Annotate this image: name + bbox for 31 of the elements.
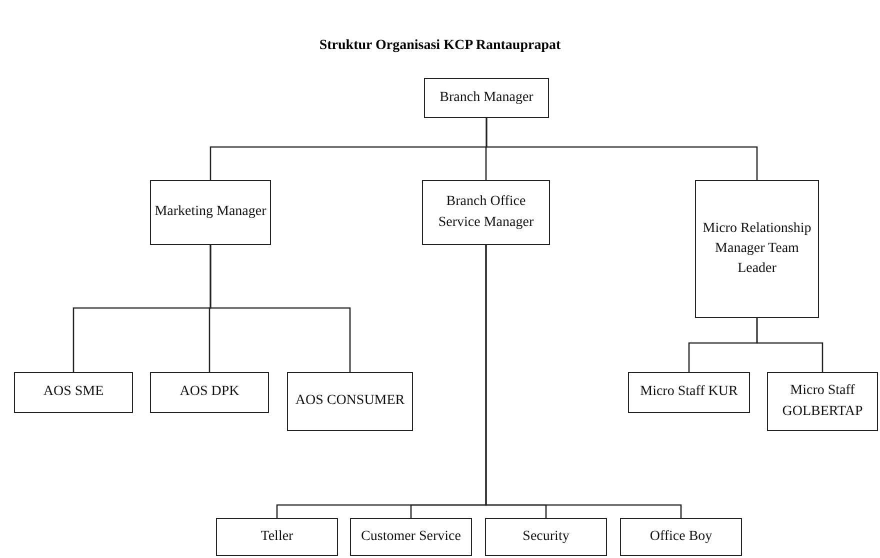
- position-title: AOS DPK: [178, 383, 240, 402]
- position-title: AOS CONSUMER: [294, 392, 406, 410]
- connector-line: [210, 245, 351, 372]
- position-box: [422, 180, 550, 245]
- position-title: Branch Manager: [438, 88, 534, 107]
- position-box: [424, 78, 549, 118]
- position-box: [628, 372, 750, 413]
- position-box: [350, 518, 472, 556]
- connector-line: [486, 118, 758, 180]
- position-box: [150, 372, 269, 413]
- position-title: Security: [522, 528, 570, 546]
- position-title: Micro Staff KUR: [639, 383, 739, 402]
- position-box: [150, 180, 271, 245]
- position-title: AOS SME: [42, 383, 105, 402]
- position-box: [14, 372, 133, 413]
- position-title: Micro Relationship Manager Team Leader: [702, 220, 812, 278]
- position-box: [620, 518, 742, 556]
- position-box: [695, 180, 819, 318]
- position-box: [287, 372, 413, 431]
- position-title: Marketing Manager: [154, 203, 268, 222]
- position-box: [485, 518, 607, 556]
- position-title: Teller: [260, 528, 294, 546]
- chart-title: Struktur Organisasi KCP Rantauprapat: [318, 38, 562, 54]
- position-box: [216, 518, 338, 556]
- position-title: Branch Office Service Manager: [437, 193, 535, 232]
- position-title: Micro Staff GOLBERTAP: [781, 382, 864, 420]
- position-title: Office Boy: [648, 528, 714, 546]
- connector-line: [485, 245, 682, 518]
- position-box: [767, 372, 878, 431]
- position-title: Customer Service: [360, 528, 462, 546]
- connector-line: [756, 318, 824, 372]
